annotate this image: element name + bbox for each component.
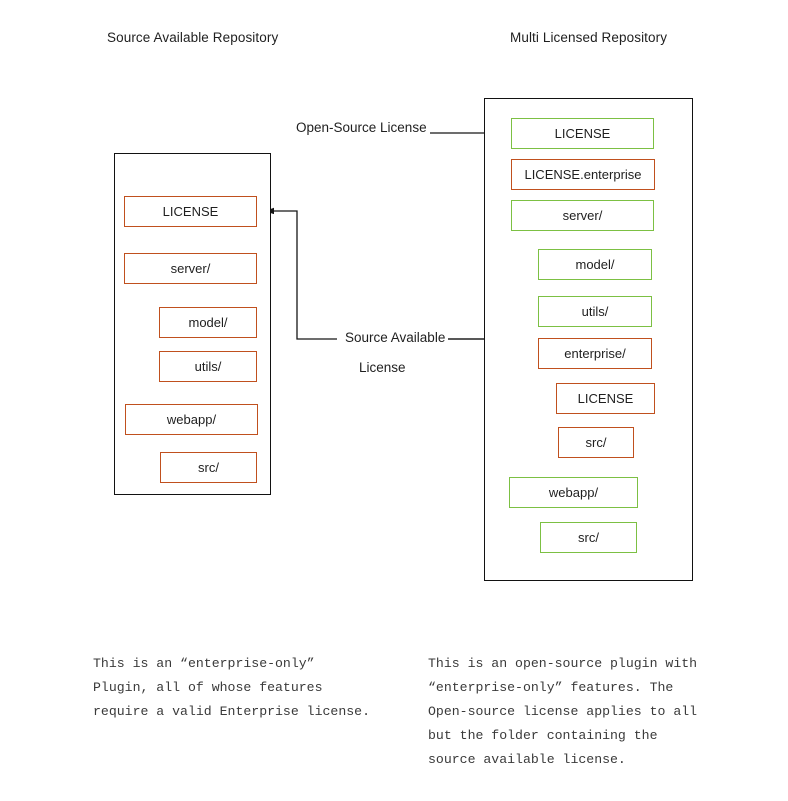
- right-node-webapp-src[interactable]: src/: [540, 522, 637, 553]
- right-node-license-enterprise[interactable]: LICENSE.enterprise: [511, 159, 655, 190]
- right-node-license[interactable]: LICENSE: [511, 118, 654, 149]
- left-node-utils[interactable]: utils/: [159, 351, 257, 382]
- right-node-enterprise-license[interactable]: LICENSE: [556, 383, 655, 414]
- left-node-server[interactable]: server/: [124, 253, 257, 284]
- edge-source-available-to-left-license: [265, 207, 337, 340]
- right-column-title: Multi Licensed Repository: [510, 30, 668, 45]
- right-node-webapp[interactable]: webapp/: [509, 477, 638, 508]
- left-node-model[interactable]: model/: [159, 307, 257, 338]
- edge-label-open-source-license: Open-Source License: [293, 120, 430, 135]
- right-node-server[interactable]: server/: [511, 200, 654, 231]
- right-node-enterprise[interactable]: enterprise/: [538, 338, 652, 369]
- right-node-enterprise-src[interactable]: src/: [558, 427, 634, 458]
- left-node-src[interactable]: src/: [160, 452, 257, 483]
- left-node-webapp[interactable]: webapp/: [125, 404, 258, 435]
- right-caption: This is an open-source plugin with “ente…: [428, 656, 698, 767]
- left-caption: This is an “enterprise-only” Plugin, all…: [93, 656, 370, 719]
- right-node-utils[interactable]: utils/: [538, 296, 652, 327]
- edge-label-source-available-line2: License: [356, 360, 409, 375]
- right-node-model[interactable]: model/: [538, 249, 652, 280]
- left-column-title: Source Available Repository: [107, 30, 279, 45]
- left-node-license[interactable]: LICENSE: [124, 196, 257, 227]
- edge-label-source-available-line1: Source Available: [342, 330, 449, 345]
